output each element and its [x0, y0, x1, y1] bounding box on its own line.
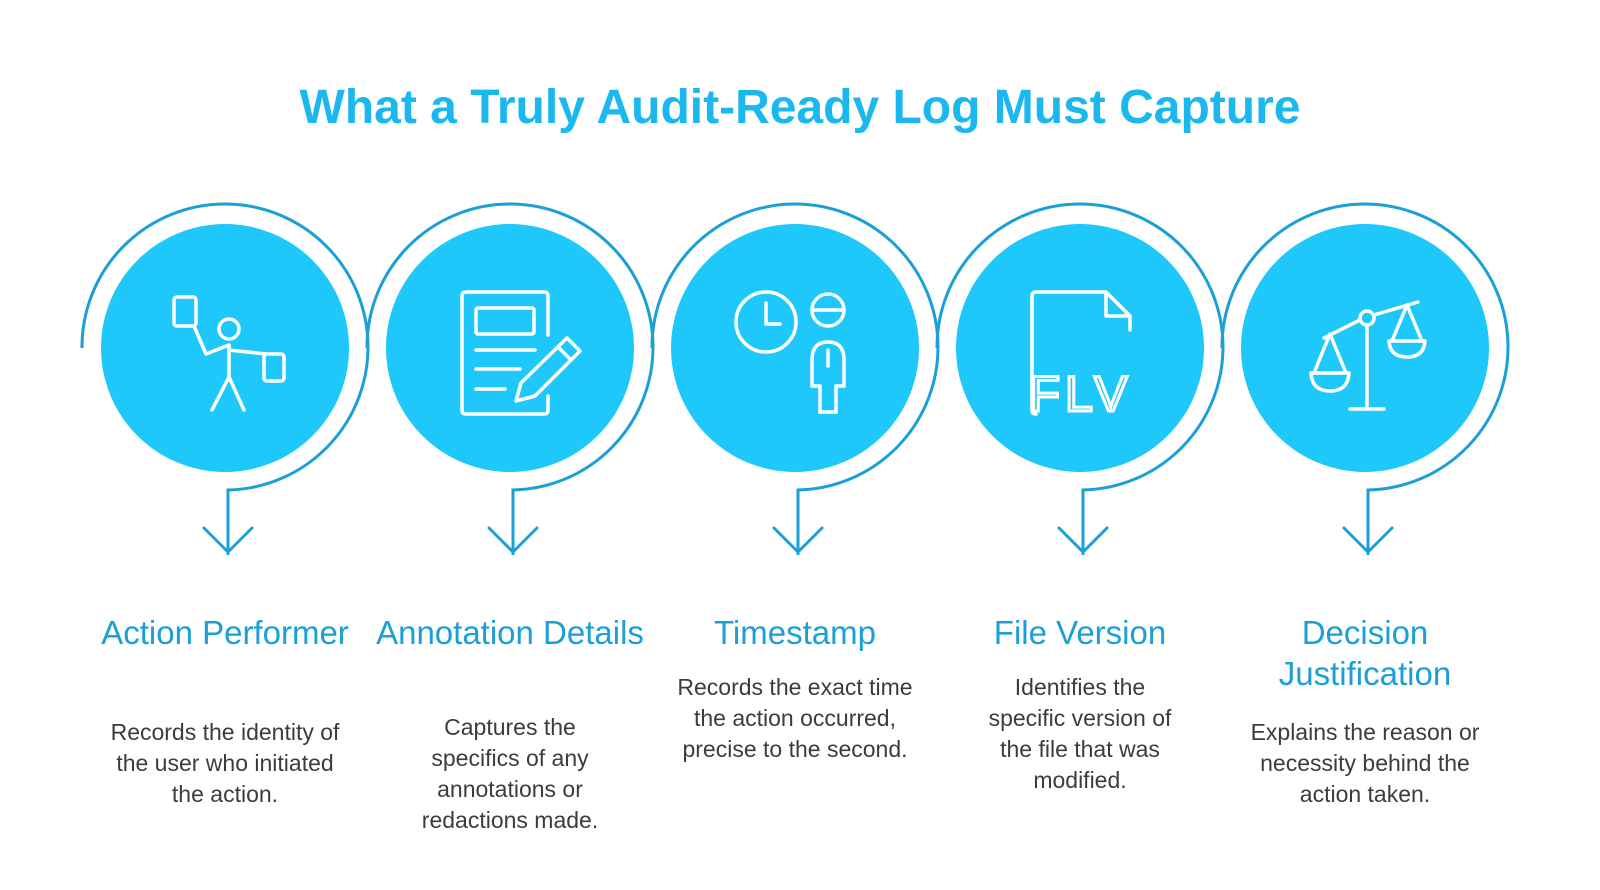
- step-5: [1220, 202, 1510, 555]
- step-circle: [956, 224, 1204, 472]
- step-ring: [935, 202, 1225, 555]
- step-description-timestamp: Records the exact time the action occurr…: [677, 674, 913, 762]
- arrow-down-icon: [487, 526, 539, 554]
- step-title-file-version: File Version: [993, 614, 1167, 651]
- page-title: What a Truly Audit-Ready Log Must Captur…: [299, 81, 1301, 134]
- person-flags-icon: [172, 295, 286, 412]
- step-title-decision-justification: Decision Justification: [1278, 614, 1452, 692]
- step-description-file-version: Identifies the specific version of the f…: [988, 674, 1172, 793]
- step-circle: [386, 224, 634, 472]
- step-title-timestamp: Timestamp: [714, 614, 876, 651]
- step-description-action-performer: Records the identity of the user who ini…: [110, 719, 340, 807]
- arrow-down-icon: [1342, 526, 1394, 554]
- step-circle: [671, 224, 919, 472]
- step-3: [650, 202, 940, 555]
- balance-scale-icon: [1309, 300, 1427, 411]
- clock-person-icon: [734, 290, 846, 414]
- step-ring: [650, 202, 940, 555]
- step-ring: [1220, 202, 1510, 555]
- arrow-down-icon: [1057, 526, 1109, 554]
- step-description-annotation-details: Captures the specifics of any annotation…: [421, 714, 599, 833]
- arrow-down-icon: [772, 526, 824, 554]
- step-1: [80, 202, 370, 555]
- step-4: FLV: [935, 202, 1225, 555]
- file-version-icon: [1030, 290, 1132, 416]
- arrow-down-icon: [202, 526, 254, 554]
- step-ring: [80, 202, 370, 555]
- step-description-decision-justification: Explains the reason or necessity behind …: [1250, 719, 1480, 807]
- step-2: [365, 202, 655, 555]
- step-title-annotation-details: Annotation Details: [376, 614, 644, 651]
- step-circle: [1241, 224, 1489, 472]
- step-ring: [365, 202, 655, 555]
- file-version-label: FLV: [1030, 366, 1133, 422]
- document-pencil-icon: [460, 290, 582, 416]
- step-title-action-performer: Action Performer: [101, 614, 349, 651]
